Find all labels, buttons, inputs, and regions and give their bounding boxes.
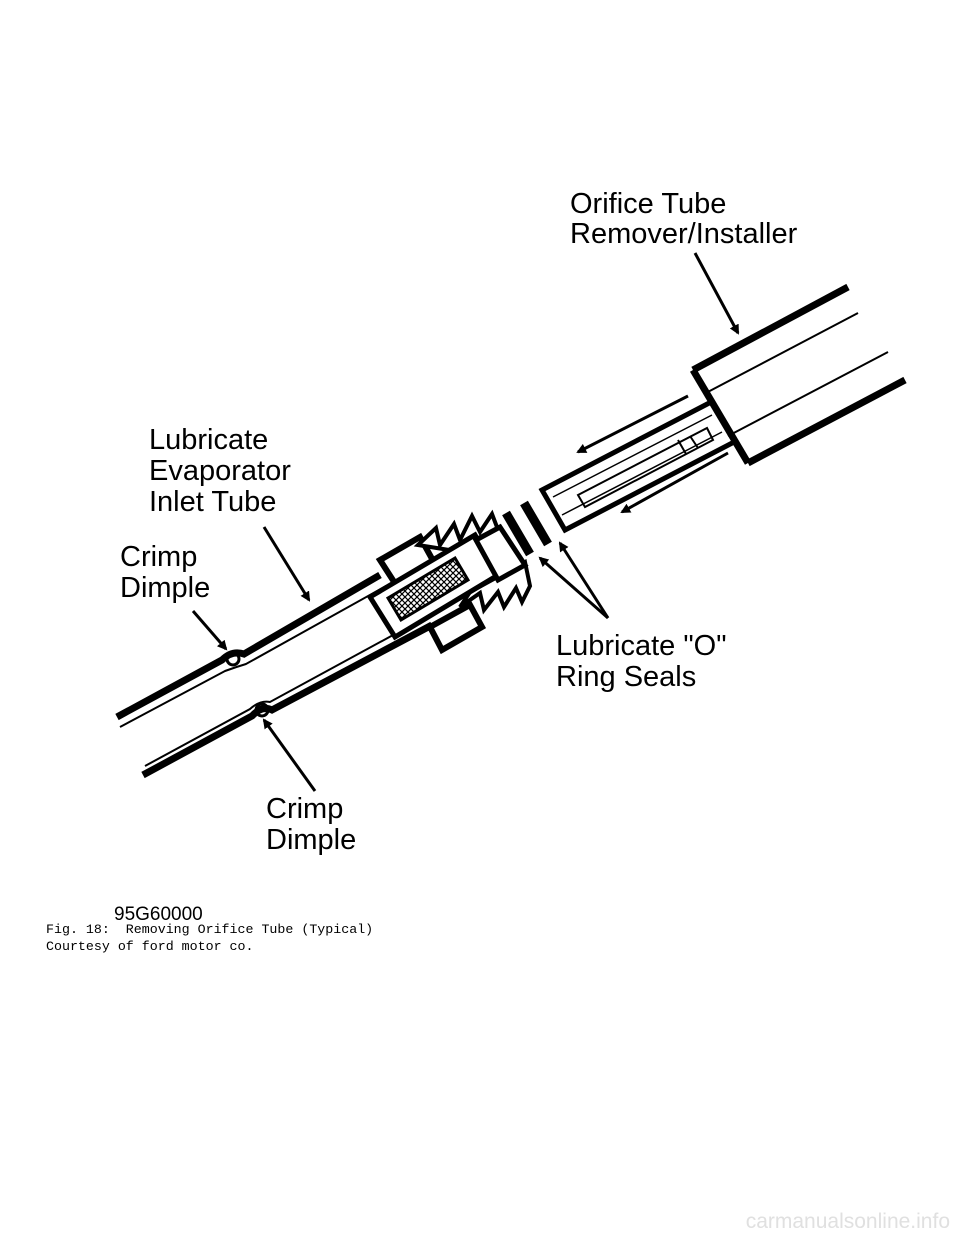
watermark: carmanualsonline.info — [745, 1210, 950, 1233]
caption-title: Fig. 18: Removing Orifice Tube (Typical) — [46, 922, 374, 937]
crimp-dimple-upper-mark — [225, 651, 241, 667]
remover-installer-label: Orifice Tube Remover/Installer — [570, 188, 798, 250]
lubricate-inlet-label: Lubricate Evaporator Inlet Tube — [149, 424, 299, 518]
leader-arrows — [191, 252, 740, 792]
crimp-dimple-upper-label: Crimp Dimple — [120, 541, 210, 604]
o-ring-label: Lubricate "O" Ring Seals — [556, 630, 735, 693]
filter-screen — [385, 555, 471, 623]
crimp-dimple-lower-mark — [254, 702, 270, 718]
o-ring-seals — [502, 500, 552, 557]
figure-code: 95G60000 — [114, 904, 203, 925]
caption-credit: Courtesy of ford motor co. — [46, 939, 254, 954]
tube-fitting — [366, 509, 533, 655]
crimp-dimple-lower-label: Crimp Dimple — [266, 793, 356, 856]
insertion-direction-arrows — [576, 394, 729, 514]
remover-installer-tool — [689, 283, 907, 467]
figure-caption: Fig. 18: Removing Orifice Tube (Typical)… — [46, 921, 373, 955]
evaporator-inlet-tube — [115, 571, 434, 779]
